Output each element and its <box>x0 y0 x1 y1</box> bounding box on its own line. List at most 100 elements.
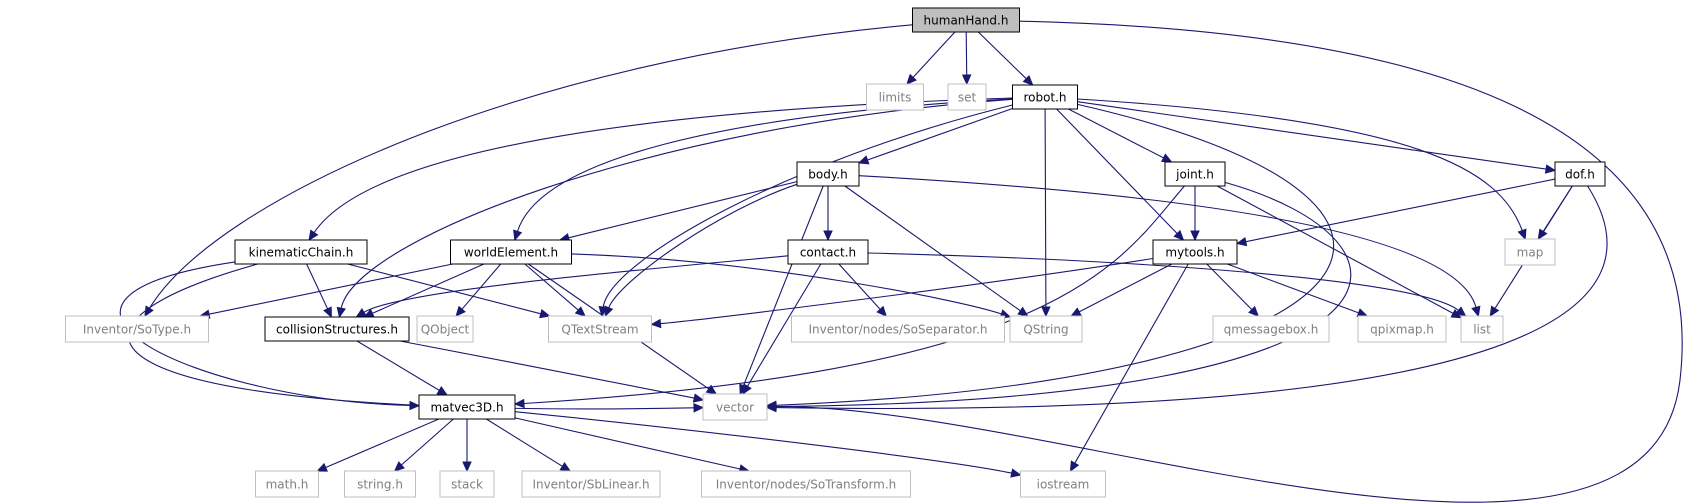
edge-line <box>313 97 1013 233</box>
edge-body-to-worldElement <box>558 181 798 243</box>
node-box <box>1357 315 1447 343</box>
edge-line <box>746 263 822 387</box>
node-body[interactable]: body.h <box>796 161 860 187</box>
node-iostream: iostream <box>1020 470 1106 498</box>
node-label: qmessagebox.h <box>1224 323 1319 337</box>
arrowhead-icon <box>1010 468 1022 478</box>
edge-line <box>356 340 440 391</box>
edge-line <box>1245 178 1556 243</box>
node-box <box>1504 238 1556 266</box>
node-label: limits <box>879 91 912 105</box>
arrowhead-icon <box>1248 305 1260 317</box>
edge-mytools-to-iostream <box>1069 263 1189 473</box>
node-soTransform: Inventor/nodes/SoTransform.h <box>701 470 911 498</box>
edge-line <box>867 252 1459 311</box>
edge-line <box>775 20 1683 503</box>
node-label: joint.h <box>1175 168 1214 182</box>
node-soType: Inventor/SoType.h <box>65 315 209 343</box>
node-label: humanHand.h <box>924 14 1009 28</box>
node-robot[interactable]: robot.h <box>1012 84 1078 110</box>
node-stack: stack <box>439 470 495 498</box>
edge-line <box>1044 108 1047 308</box>
arrowhead-icon <box>961 74 972 86</box>
node-label: QObject <box>421 323 470 337</box>
node-label: QTextStream <box>561 323 638 337</box>
arrowhead-icon <box>513 229 523 242</box>
edge-line <box>858 175 1477 308</box>
node-label: Inventor/SoType.h <box>83 323 191 337</box>
arrowhead-icon <box>906 73 917 85</box>
node-box <box>1020 470 1106 498</box>
edge-line <box>399 340 695 399</box>
edge-line <box>119 261 411 407</box>
arrowhead-icon <box>574 306 586 317</box>
edge-worldElement-to-qobject <box>455 263 502 317</box>
node-label: stack <box>451 478 483 492</box>
node-limits: limits <box>866 83 924 111</box>
node-box <box>416 315 474 343</box>
arrowhead-icon <box>1356 308 1369 318</box>
node-set: set <box>947 83 987 111</box>
node-box <box>418 394 516 420</box>
edge-matvec3D-to-soTransform <box>514 417 751 474</box>
node-joint[interactable]: joint.h <box>1164 161 1226 187</box>
arrowhead-icon <box>336 306 346 319</box>
edge-line <box>523 185 1185 405</box>
node-box <box>912 7 1020 33</box>
edge-line <box>1216 185 1454 314</box>
edge-robot-to-map <box>1077 98 1527 241</box>
edge-line <box>775 181 1352 408</box>
arrowhead-icon <box>1517 228 1527 241</box>
node-label: vector <box>716 401 754 415</box>
edge-robot-to-qstring <box>1041 108 1051 318</box>
edge-dof-to-vector <box>765 185 1608 413</box>
arrowhead-icon <box>1069 460 1080 473</box>
node-mytools[interactable]: mytools.h <box>1152 239 1238 265</box>
node-humanHand[interactable]: humanHand.h <box>912 7 1020 33</box>
edge-line <box>568 181 798 239</box>
node-qtextstream: QTextStream <box>548 315 652 343</box>
edge-line <box>340 98 1013 309</box>
arrowhead-icon <box>693 403 705 413</box>
node-qpixmap: qpixmap.h <box>1357 315 1447 343</box>
edge-line <box>486 418 563 467</box>
edge-humanHand-to-limits <box>906 31 956 85</box>
node-label: dof.h <box>1565 168 1595 182</box>
edge-line <box>660 257 1154 325</box>
edge-joint-to-matvec3D <box>513 185 1185 409</box>
node-collisionStructures[interactable]: collisionStructures.h <box>264 316 410 342</box>
node-box <box>1460 315 1504 343</box>
arrowhead-icon <box>857 155 870 165</box>
edge-line <box>965 31 968 76</box>
edges-layer <box>119 20 1683 503</box>
edge-line <box>867 107 1013 161</box>
arrowhead-icon <box>1041 306 1051 318</box>
node-box <box>1212 315 1330 343</box>
arrowhead-icon <box>355 307 367 318</box>
node-qobject: QObject <box>416 315 474 343</box>
node-label: string.h <box>357 478 403 492</box>
node-box <box>787 239 869 265</box>
arrowhead-icon <box>1190 230 1200 242</box>
node-contact[interactable]: contact.h <box>787 239 869 265</box>
node-kinematicChain[interactable]: kinematicChain.h <box>234 239 368 265</box>
edge-body-to-qtextstream <box>604 183 798 318</box>
node-sbLinear: Inventor/SbLinear.h <box>521 470 661 498</box>
node-stringh: string.h <box>344 470 416 498</box>
edge-matvec3D-to-sbLinear <box>486 418 572 472</box>
edge-collisionStructures-to-matvec3D <box>356 340 449 396</box>
node-label: math.h <box>266 478 309 492</box>
node-list: list <box>1460 315 1504 343</box>
node-matvec3D[interactable]: matvec3D.h <box>418 394 516 420</box>
arrowhead-icon <box>692 393 705 403</box>
edge-line <box>514 411 1012 474</box>
node-worldElement[interactable]: worldElement.h <box>450 239 572 265</box>
edge-worldElement-to-collisionStructures <box>362 263 485 318</box>
node-box <box>264 316 410 342</box>
arrowhead-icon <box>876 305 888 317</box>
arrowhead-icon <box>1173 229 1185 241</box>
edge-mytools-to-qmessagebox <box>1206 263 1260 317</box>
node-box <box>1554 161 1606 187</box>
node-box <box>796 161 860 187</box>
node-dof[interactable]: dof.h <box>1554 161 1606 187</box>
